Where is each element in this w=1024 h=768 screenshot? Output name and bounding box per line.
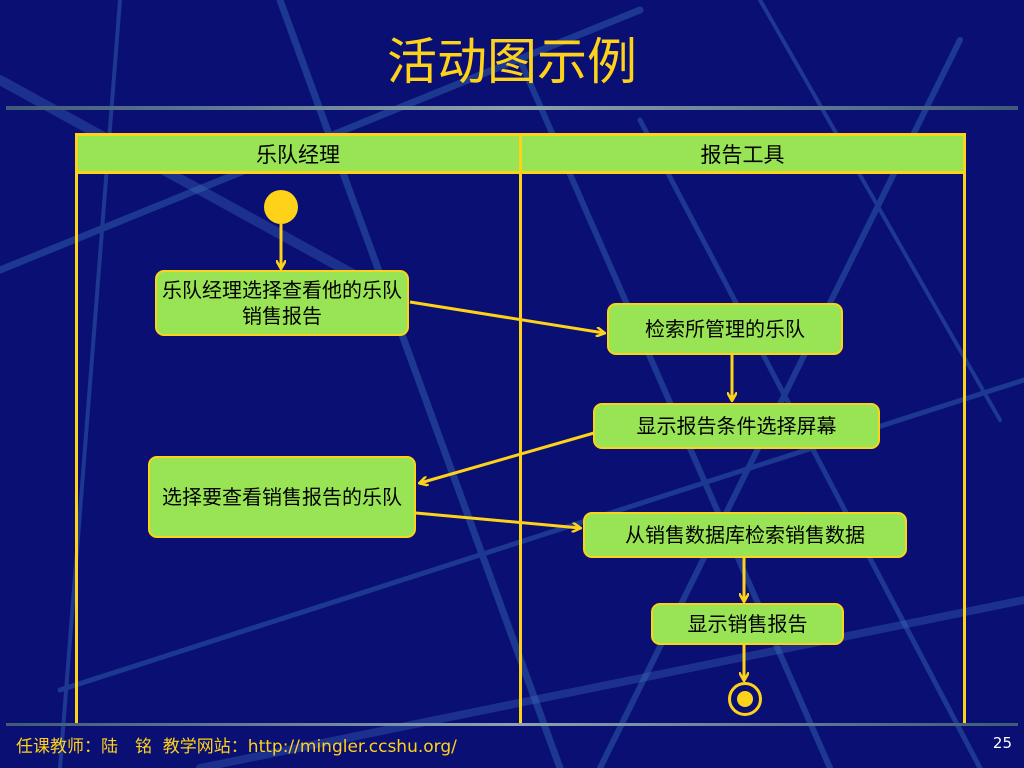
start-node	[264, 190, 298, 224]
flow-a4-to-a5	[415, 511, 580, 528]
end-node	[728, 682, 762, 716]
activity-retrieve-sales-data: 从销售数据库检索销售数据	[583, 512, 907, 558]
flow-a1-to-a2	[409, 300, 604, 333]
page-number: 25	[992, 734, 1012, 752]
lane-border-right	[963, 133, 966, 723]
lane-header-band-manager: 乐队经理	[76, 133, 520, 174]
activity-select-band-report: 乐队经理选择查看他的乐队销售报告	[155, 270, 409, 336]
activity-choose-band: 选择要查看销售报告的乐队	[148, 456, 416, 538]
title-divider	[6, 106, 1018, 110]
lane-divider	[519, 133, 522, 723]
footer-text: 任课教师：陆 铭 教学网站：http://mingler.ccshu.org/	[16, 737, 457, 757]
footer-divider	[6, 723, 1018, 726]
slide-title: 活动图示例	[387, 33, 637, 91]
lane-border-left	[75, 133, 78, 723]
activity-show-criteria-screen: 显示报告条件选择屏幕	[593, 403, 880, 449]
flow-a3-to-a4	[420, 431, 595, 483]
activity-show-sales-report: 显示销售报告	[651, 603, 844, 645]
lane-header-report-tool: 报告工具	[520, 133, 965, 174]
activity-retrieve-bands: 检索所管理的乐队	[607, 303, 843, 355]
